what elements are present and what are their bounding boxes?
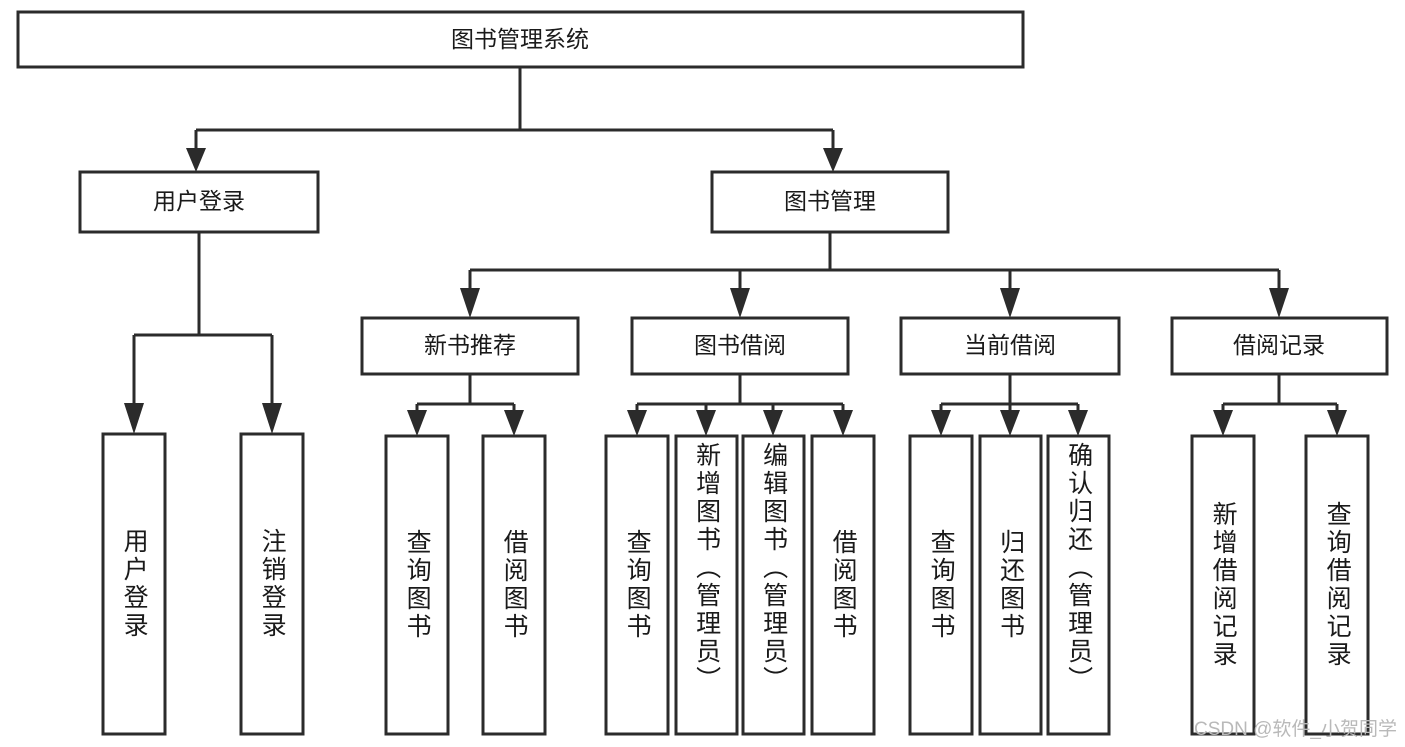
node-current-borrow-box[interactable] bbox=[899, 316, 1121, 376]
arrowhead-leaf-user-login bbox=[124, 403, 144, 434]
node-root-box[interactable] bbox=[16, 10, 1025, 69]
arrowhead-leaf-user-logout bbox=[262, 403, 282, 434]
nodes-layer: 图书管理系统 用户登录 图书管理 新书推荐 图书借阅 当前借阅 借阅记录 bbox=[16, 10, 1389, 736]
arrowhead-leaf-borrow-book-1 bbox=[504, 410, 524, 436]
node-leaf-borrow-book-2-box[interactable] bbox=[810, 434, 876, 736]
arrowhead-leaf-query-book-1 bbox=[407, 410, 427, 436]
node-leaf-add-book-box[interactable] bbox=[674, 434, 739, 736]
node-leaf-confirm-return-box[interactable] bbox=[1046, 434, 1111, 736]
arrowhead-user-login bbox=[186, 148, 206, 172]
node-leaf-query-book-2-box[interactable] bbox=[604, 434, 670, 736]
node-leaf-borrow-book-1-box[interactable] bbox=[481, 434, 547, 736]
arrowhead-leaf-return-book bbox=[1000, 410, 1020, 436]
node-user-login-label: 用户登录 bbox=[153, 188, 245, 214]
node-book-borrow-label: 图书借阅 bbox=[694, 332, 786, 358]
arrowhead-book-management bbox=[823, 148, 843, 172]
node-leaf-user-logout-box[interactable] bbox=[239, 432, 305, 736]
node-leaf-add-record-box[interactable] bbox=[1190, 434, 1256, 736]
arrowhead-leaf-add-record bbox=[1213, 410, 1233, 436]
node-leaf-return-book-box[interactable] bbox=[978, 434, 1043, 736]
watermark-text: CSDN @软件_小贺同学 bbox=[1194, 719, 1397, 740]
arrowhead-leaf-edit-book bbox=[763, 410, 783, 436]
arrowhead-leaf-query-book-2 bbox=[627, 410, 647, 436]
arrowhead-new-book-recommend bbox=[460, 288, 480, 318]
arrowhead-leaf-borrow-book-2 bbox=[833, 410, 853, 436]
node-leaf-query-book-3-box[interactable] bbox=[908, 434, 974, 736]
node-borrow-record-box[interactable] bbox=[1170, 316, 1389, 376]
node-root-label: 图书管理系统 bbox=[451, 26, 589, 52]
arrowhead-leaf-add-book bbox=[696, 410, 716, 436]
node-book-management-label: 图书管理 bbox=[784, 188, 876, 214]
node-leaf-edit-book-box[interactable] bbox=[741, 434, 806, 736]
node-borrow-record-label: 借阅记录 bbox=[1233, 332, 1325, 358]
node-current-borrow-label: 当前借阅 bbox=[964, 332, 1056, 358]
edges-layer bbox=[124, 67, 1347, 436]
arrowhead-leaf-query-record bbox=[1327, 410, 1347, 436]
node-book-management-box[interactable] bbox=[710, 170, 950, 234]
node-user-login-box[interactable] bbox=[78, 170, 320, 234]
node-new-book-recommend-label: 新书推荐 bbox=[424, 332, 516, 358]
node-leaf-query-book-1-box[interactable] bbox=[384, 434, 450, 736]
arrowhead-leaf-query-book-3 bbox=[931, 410, 951, 436]
arrowhead-current-borrow bbox=[1000, 288, 1020, 318]
arrowhead-book-borrow bbox=[730, 288, 750, 318]
node-new-book-recommend-box[interactable] bbox=[360, 316, 580, 376]
arrowhead-borrow-record bbox=[1269, 288, 1289, 318]
node-book-borrow-box[interactable] bbox=[630, 316, 850, 376]
node-leaf-query-record-box[interactable] bbox=[1304, 434, 1370, 736]
node-leaf-user-login-box[interactable] bbox=[101, 432, 167, 736]
arrowhead-leaf-confirm-return bbox=[1068, 410, 1088, 436]
